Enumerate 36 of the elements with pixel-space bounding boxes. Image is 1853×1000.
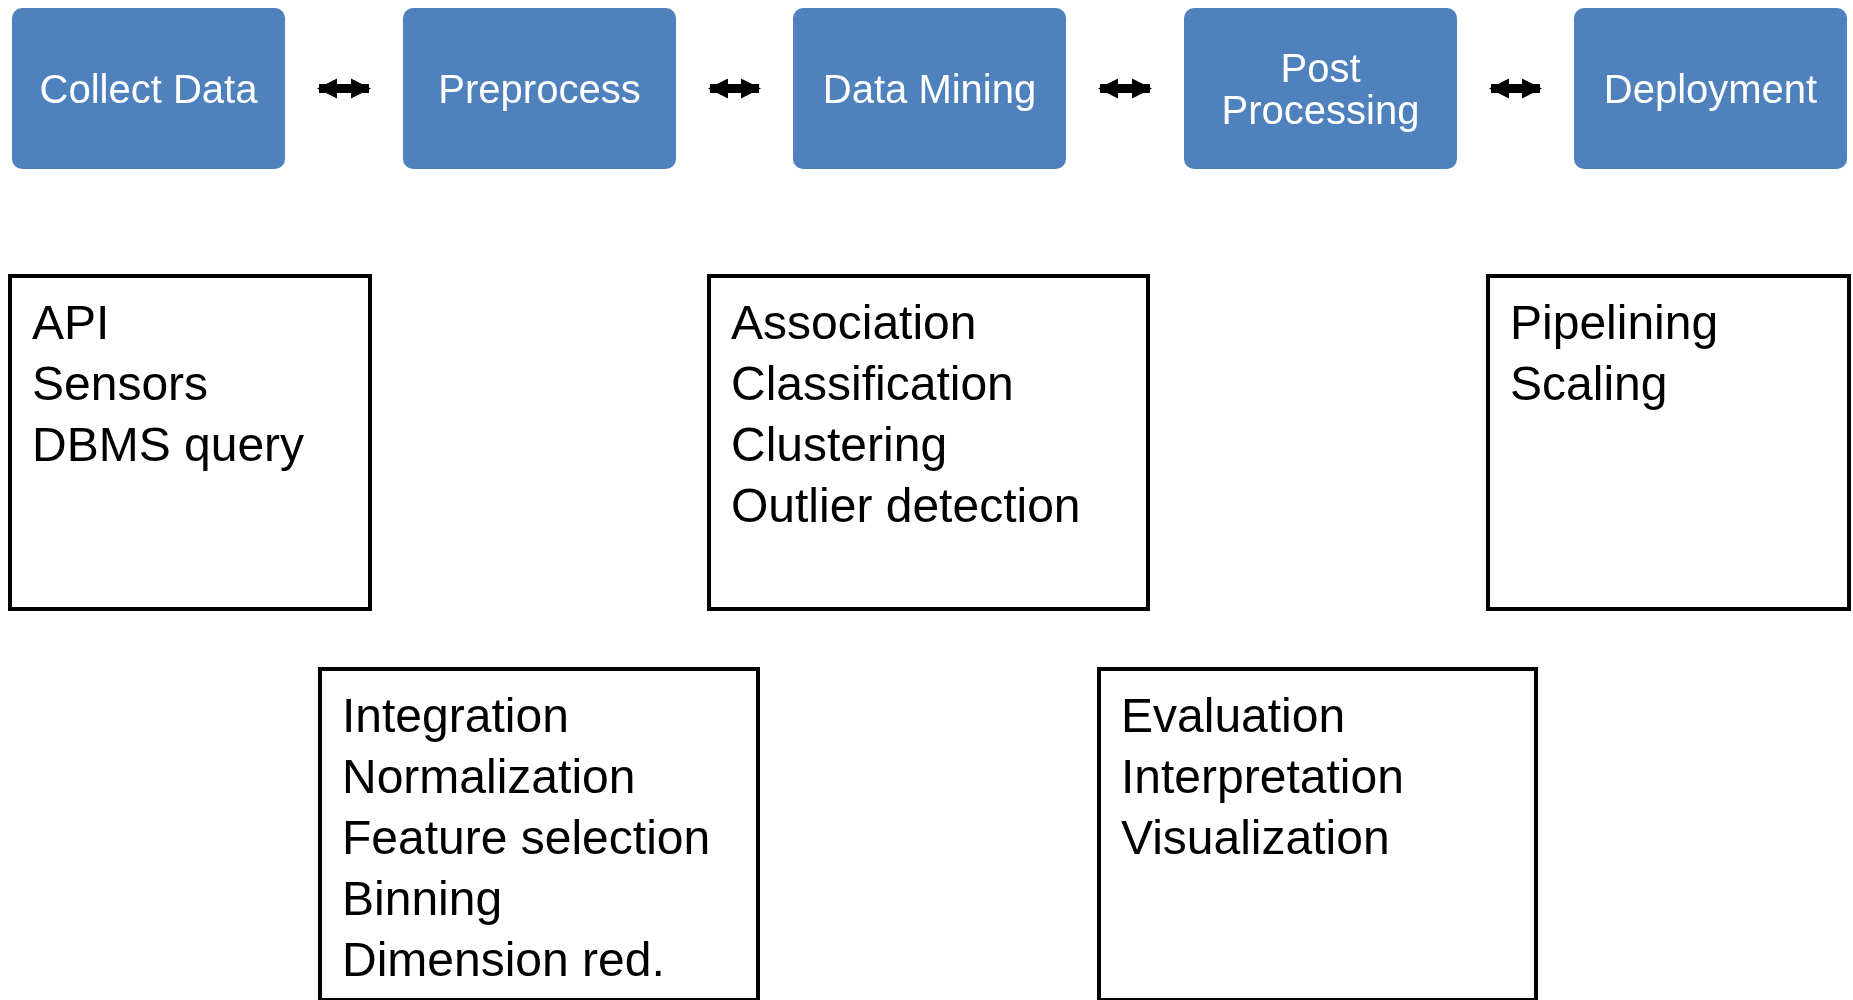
list-item: Feature selection <box>342 810 712 866</box>
list-box <box>1097 667 1538 1000</box>
list-item: Classification <box>731 356 1015 412</box>
list-item: API <box>32 295 111 351</box>
box-label: Deployment <box>1603 67 1818 110</box>
double-arrow <box>1098 78 1152 99</box>
box-label: Post Processing <box>1220 46 1421 131</box>
list-box <box>1486 274 1851 611</box>
list-item: Dimension red. <box>342 932 666 988</box>
process-box <box>1184 8 1457 169</box>
double-arrow <box>1489 78 1542 99</box>
list-item: Clustering <box>731 417 949 473</box>
double-arrow <box>708 78 761 99</box>
process-box <box>1574 8 1847 169</box>
list-box <box>8 274 372 611</box>
process-box <box>793 8 1066 169</box>
list-item: Association <box>731 295 978 351</box>
list-item: Binning <box>342 871 504 927</box>
box-label: Collect Data <box>39 67 258 110</box>
list-item: Scaling <box>1510 356 1669 412</box>
list-item: Interpretation <box>1121 749 1405 805</box>
list-item: Pipelining <box>1510 295 1720 351</box>
box-label: Data Mining <box>822 67 1037 110</box>
list-item: Integration <box>342 688 570 744</box>
list-item: Sensors <box>32 356 210 412</box>
list-item: Visualization <box>1121 810 1391 866</box>
list-item: Evaluation <box>1121 688 1347 744</box>
list-item: DBMS query <box>32 417 306 473</box>
list-item: Normalization <box>342 749 637 805</box>
list-item: Outlier detection <box>731 478 1082 534</box>
list-box <box>318 667 760 1000</box>
double-arrow <box>317 78 371 99</box>
box-label: Preprocess <box>438 67 641 110</box>
list-box <box>707 274 1150 611</box>
process-box <box>12 8 285 169</box>
process-box <box>403 8 676 169</box>
